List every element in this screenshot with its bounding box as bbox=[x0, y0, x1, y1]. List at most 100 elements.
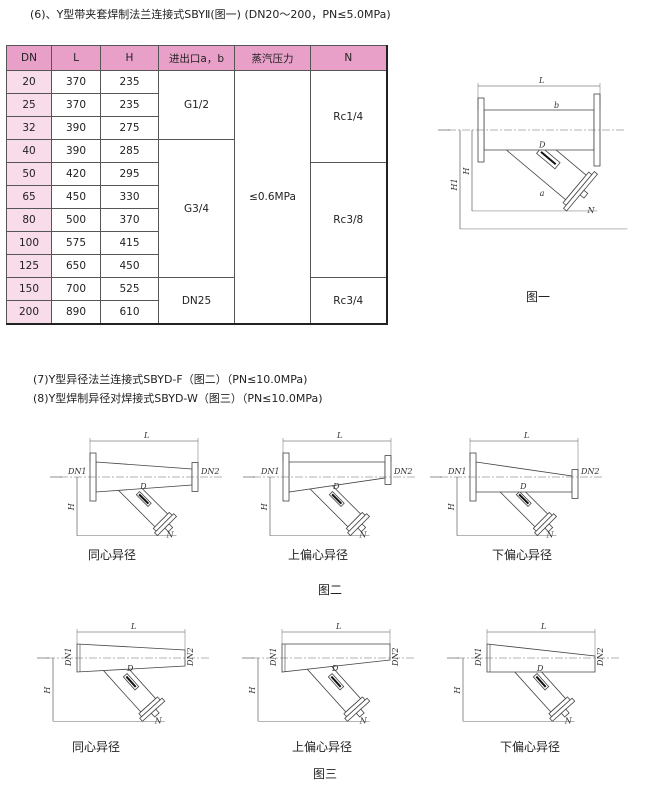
dimension-label-d: D bbox=[332, 482, 340, 491]
figure-3-caption-top-eccentric: 上偏心异径 bbox=[291, 740, 353, 754]
dimension-label-h: H bbox=[260, 502, 269, 511]
section-6-title: (6)、Y型带夹套焊制法兰连接式SBYⅡ(图一) (DN20～200，PN≤5.… bbox=[30, 8, 391, 21]
drain-plug bbox=[355, 708, 365, 718]
figure-3-title: 图三 bbox=[312, 767, 338, 781]
dimension-label-dn1: DN1 bbox=[269, 647, 278, 667]
drain-plug bbox=[164, 523, 174, 533]
column-header: L bbox=[51, 45, 101, 71]
dimension-label-dn1: DN1 bbox=[260, 467, 280, 476]
dimension-label-l: L bbox=[143, 431, 149, 440]
screen-mesh bbox=[540, 151, 557, 165]
dimension-label-h: H bbox=[447, 502, 456, 511]
cell-dn: 125 bbox=[6, 254, 52, 278]
cell-dn: 20 bbox=[6, 70, 52, 94]
cell-l: 500 bbox=[51, 208, 101, 232]
cell-h: 525 bbox=[100, 277, 159, 301]
dimension-label-n: N bbox=[165, 531, 174, 540]
cell-h: 285 bbox=[100, 139, 159, 163]
dimension-label-d: D bbox=[519, 482, 527, 491]
column-header: H bbox=[100, 45, 159, 71]
cell-l: 650 bbox=[51, 254, 101, 278]
cell-l: 420 bbox=[51, 162, 101, 186]
dimension-label-l: L bbox=[335, 622, 341, 631]
cell-l: 390 bbox=[51, 116, 101, 140]
dimension-label-h: H bbox=[43, 686, 52, 695]
dimension-label-dn2: DN2 bbox=[393, 467, 413, 476]
dimension-label-d: D bbox=[139, 482, 147, 491]
cell-n: Rc1/4 bbox=[310, 70, 387, 163]
drain-plug bbox=[579, 189, 589, 199]
outlet-flange bbox=[571, 469, 579, 499]
column-header: 蒸汽压力 bbox=[234, 45, 311, 71]
dimension-label-b: b bbox=[554, 101, 559, 110]
cell-ports: G3/4 bbox=[158, 139, 235, 278]
cell-dn: 65 bbox=[6, 185, 52, 209]
screen-mesh bbox=[518, 493, 530, 505]
dimension-label-d: D bbox=[331, 664, 339, 673]
dimension-label-d: D bbox=[538, 140, 546, 149]
cell-dn: 32 bbox=[6, 116, 52, 140]
cell-dn: 80 bbox=[6, 208, 52, 232]
cell-h: 235 bbox=[100, 93, 159, 117]
strainer-branch bbox=[511, 654, 576, 722]
cell-l: 890 bbox=[51, 300, 101, 325]
dimension-label-h: H bbox=[462, 166, 471, 175]
cell-dn: 150 bbox=[6, 277, 52, 301]
dimension-label-dn2: DN2 bbox=[580, 467, 600, 476]
dimension-label-h: H bbox=[67, 502, 76, 511]
dimension-label-l: L bbox=[130, 622, 136, 631]
column-header: N bbox=[310, 45, 387, 71]
column-header: 进出口a，b bbox=[158, 45, 235, 71]
dimension-label-dn2: DN2 bbox=[596, 647, 605, 667]
cell-l: 575 bbox=[51, 231, 101, 255]
dimension-label-l: L bbox=[523, 431, 529, 440]
dimension-label-d: D bbox=[126, 664, 134, 673]
dimension-label-dn1: DN1 bbox=[64, 647, 73, 667]
section-8-title: (8)Y型焊制异径对焊接式SBYD-W（图三）（PN≤10.0MPa) bbox=[33, 392, 323, 405]
cell-l: 700 bbox=[51, 277, 101, 301]
dimension-label-dn1: DN1 bbox=[447, 467, 467, 476]
dimension-label-n: N bbox=[359, 716, 368, 725]
section-7-title: (7)Y型异径法兰连接式SBYD-F（图二）（PN≤10.0MPa) bbox=[33, 373, 308, 386]
cell-ports: DN25 bbox=[158, 277, 235, 325]
strainer-branch bbox=[306, 654, 371, 722]
cell-steam-pressure: ≤0.6MPa bbox=[234, 70, 311, 325]
screen-mesh bbox=[331, 493, 343, 505]
dimension-label-dn1: DN1 bbox=[67, 467, 87, 476]
figure-2-caption-top-eccentric: 上偏心异径 bbox=[287, 548, 349, 562]
figure-3-caption-concentric: 同心异径 bbox=[71, 740, 121, 754]
dimension-label-n: N bbox=[358, 531, 367, 540]
figure-2-caption-concentric: 同心异径 bbox=[87, 548, 137, 562]
screen-mesh bbox=[138, 493, 150, 505]
cell-ports: G1/2 bbox=[158, 70, 235, 140]
figure-3-caption-bottom-eccentric: 下偏心异径 bbox=[499, 740, 561, 754]
dimension-label-n: N bbox=[154, 716, 163, 725]
drain-plug bbox=[357, 523, 367, 533]
dimension-label-dn1: DN1 bbox=[474, 647, 483, 667]
cell-h: 450 bbox=[100, 254, 159, 278]
drain-plug bbox=[544, 523, 554, 533]
cell-h: 415 bbox=[100, 231, 159, 255]
dimension-label-l: L bbox=[540, 622, 546, 631]
column-header: DN bbox=[6, 45, 52, 71]
dimension-label-h1: H1 bbox=[450, 178, 459, 191]
cell-dn: 200 bbox=[6, 300, 52, 325]
cell-h: 610 bbox=[100, 300, 159, 325]
